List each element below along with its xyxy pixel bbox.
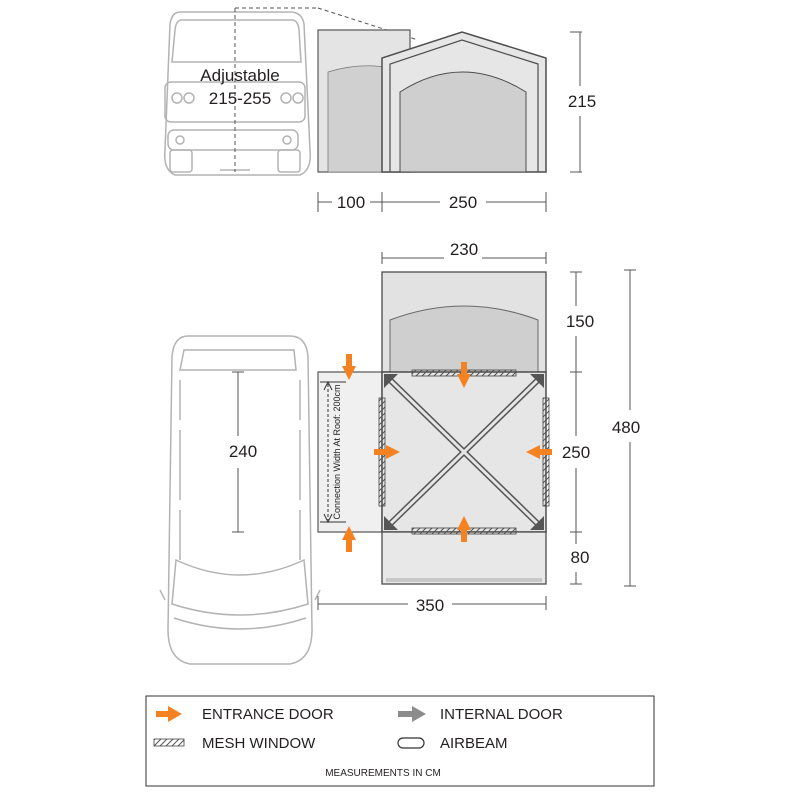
porch-width-dimension	[381, 252, 547, 264]
height-dimension	[570, 31, 582, 173]
legend-entrance-door: ENTRANCE DOOR	[202, 706, 334, 723]
awning-side-view	[317, 7, 547, 173]
van-top-view	[159, 335, 321, 665]
main-depth-label: 250	[562, 443, 590, 462]
entrance-door-arrow	[457, 362, 471, 388]
van-rear-view	[163, 11, 312, 176]
total-width-dimension	[317, 596, 547, 610]
entrance-door-arrow	[374, 445, 400, 459]
legend-internal-door: INTERNAL DOOR	[440, 706, 563, 723]
main-tent	[381, 371, 547, 533]
total-length-dimension	[624, 269, 636, 587]
entrance-door-arrow	[457, 516, 471, 542]
internal-door-legend-icon	[398, 706, 426, 722]
connection-width-note: Connection Width At Roof: 200cm	[332, 384, 342, 519]
porch-area	[381, 271, 547, 373]
airbeam-legend-icon	[397, 737, 425, 749]
entrance-door-arrow	[526, 445, 552, 459]
rear-depth-label: 80	[571, 548, 590, 567]
entrance-door-arrow	[342, 354, 356, 380]
depth-segments-dimension	[570, 271, 582, 585]
adjustable-label: Adjustable	[200, 66, 279, 85]
vehicle-length-dimension	[232, 371, 244, 533]
porch-depth-label: 150	[566, 312, 594, 331]
height-label: 215	[568, 92, 596, 111]
connector-depth-label: 100	[337, 193, 365, 212]
tent-depth-label: 250	[449, 193, 477, 212]
legend-airbeam: AIRBEAM	[440, 735, 508, 752]
entrance-door-legend-icon	[156, 706, 182, 722]
adjustable-range: 215-255	[209, 89, 271, 108]
vehicle-length-label: 240	[229, 442, 257, 461]
entrance-door-arrow	[342, 526, 356, 552]
mesh-window-legend-icon	[153, 738, 185, 747]
porch-width-label: 230	[450, 240, 478, 259]
depth-dimension	[317, 192, 547, 212]
total-width-label: 350	[416, 596, 444, 615]
legend-mesh-window: MESH WINDOW	[202, 735, 316, 752]
connector-tunnel	[317, 371, 383, 533]
total-length-label: 480	[612, 418, 640, 437]
legend-footer: MEASUREMENTS IN CM	[325, 768, 441, 779]
